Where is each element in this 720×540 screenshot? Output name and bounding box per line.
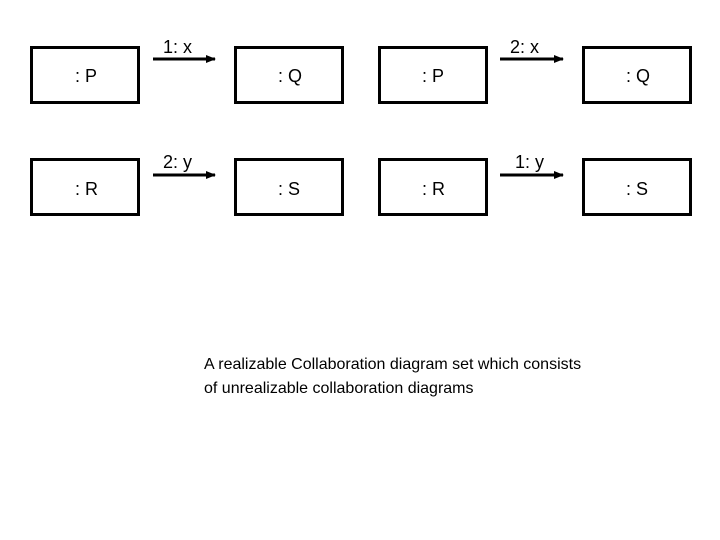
object-box-p-right xyxy=(378,46,488,104)
object-label-q-right: : Q xyxy=(626,66,651,86)
object-label-r-right: : R xyxy=(422,179,446,199)
object-label-p-left: : P xyxy=(75,66,98,86)
object-box-s-left xyxy=(234,158,344,216)
object-box-r-right xyxy=(378,158,488,216)
caption-line-1: A realizable Collaboration diagram set w… xyxy=(204,356,582,373)
object-label-p-right: : P xyxy=(422,66,445,86)
object-box-q-left xyxy=(234,46,344,104)
object-label-r-left: : R xyxy=(75,179,99,199)
object-box-p-left xyxy=(30,46,140,104)
object-box-r-left xyxy=(30,158,140,216)
message-label-top-right: 2: x xyxy=(510,37,540,57)
object-box-q-right xyxy=(582,46,692,104)
object-label-s-right: : S xyxy=(626,179,649,199)
diagram-caption: A realizable Collaboration diagram set w… xyxy=(204,353,581,401)
message-label-bottom-right: 1: y xyxy=(515,152,545,172)
message-label-top-left: 1: x xyxy=(163,37,193,57)
caption-line-2: of unrealizable collaboration diagrams xyxy=(204,380,474,397)
object-label-s-left: : S xyxy=(278,179,301,199)
message-label-bottom-left: 2: y xyxy=(163,152,193,172)
object-label-q-left: : Q xyxy=(278,66,303,86)
object-box-s-right xyxy=(582,158,692,216)
